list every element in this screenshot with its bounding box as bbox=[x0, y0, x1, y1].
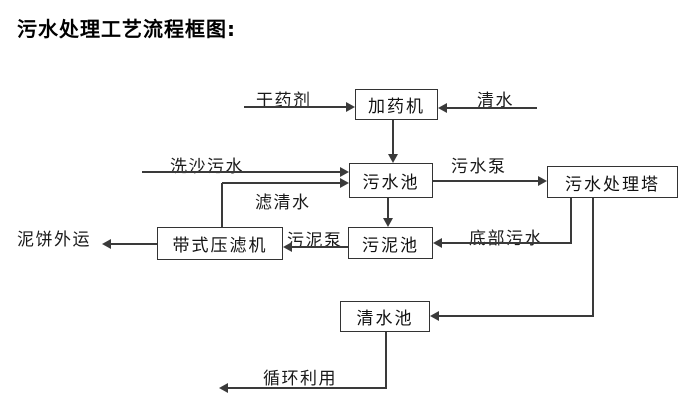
connector-recycle bbox=[228, 387, 386, 389]
connector-bottom-sewage-vertical bbox=[570, 198, 572, 244]
arrow-left-icon bbox=[219, 383, 228, 393]
diagram-title: 污水处理工艺流程框图: bbox=[17, 17, 236, 41]
arrow-left-icon bbox=[102, 239, 111, 249]
connector-sand-wash bbox=[142, 171, 340, 173]
connector-recycle-vertical bbox=[385, 332, 387, 389]
connector-clean-water bbox=[447, 107, 537, 109]
arrow-right-icon bbox=[538, 176, 547, 186]
connector-sludge-pump bbox=[292, 246, 348, 248]
arrow-right-icon bbox=[340, 178, 349, 188]
arrow-left-icon bbox=[430, 311, 439, 321]
edge-label-sand-wash: 洗沙污水 bbox=[170, 157, 244, 177]
arrow-right-icon bbox=[346, 102, 355, 112]
node-dosing-machine: 加药机 bbox=[355, 89, 438, 120]
connector-tower-to-cleanpool bbox=[439, 315, 594, 317]
arrow-down-icon bbox=[388, 154, 398, 163]
edge-label-bottom-sewage: 底部污水 bbox=[469, 229, 543, 249]
edge-label-recycle: 循环利用 bbox=[263, 369, 337, 389]
connector-filtered-water bbox=[222, 182, 340, 184]
connector-dosing-to-pool bbox=[392, 120, 394, 155]
edge-label-filtered-water: 滤清水 bbox=[255, 193, 311, 213]
connector-mud-cake-out bbox=[111, 243, 157, 245]
arrow-down-icon bbox=[383, 218, 393, 227]
node-treatment-tower: 污水处理塔 bbox=[547, 166, 678, 198]
connector-dry-agent bbox=[244, 106, 346, 108]
node-sewage-pool: 污水池 bbox=[349, 163, 433, 198]
arrow-left-icon bbox=[433, 238, 442, 248]
edge-label-mud-cake-out: 泥饼外运 bbox=[17, 230, 91, 250]
edge-label-sewage-pump: 污水泵 bbox=[451, 157, 507, 177]
arrow-left-icon bbox=[283, 242, 292, 252]
connector-sewage-pump bbox=[433, 180, 538, 182]
connector-tower-to-cleanpool-vertical bbox=[592, 198, 594, 316]
connector-pool-to-sludge bbox=[387, 198, 389, 219]
connector-bottom-sewage bbox=[442, 242, 572, 244]
node-clean-water-pool: 清水池 bbox=[340, 301, 430, 332]
edge-label-clean-water: 清水 bbox=[477, 91, 514, 111]
node-belt-filter-press: 带式压滤机 bbox=[157, 227, 283, 260]
node-sludge-pool: 污泥池 bbox=[348, 227, 433, 259]
connector-filtered-water-vertical bbox=[221, 183, 223, 227]
arrow-right-icon bbox=[340, 167, 349, 177]
arrow-left-icon bbox=[438, 103, 447, 113]
